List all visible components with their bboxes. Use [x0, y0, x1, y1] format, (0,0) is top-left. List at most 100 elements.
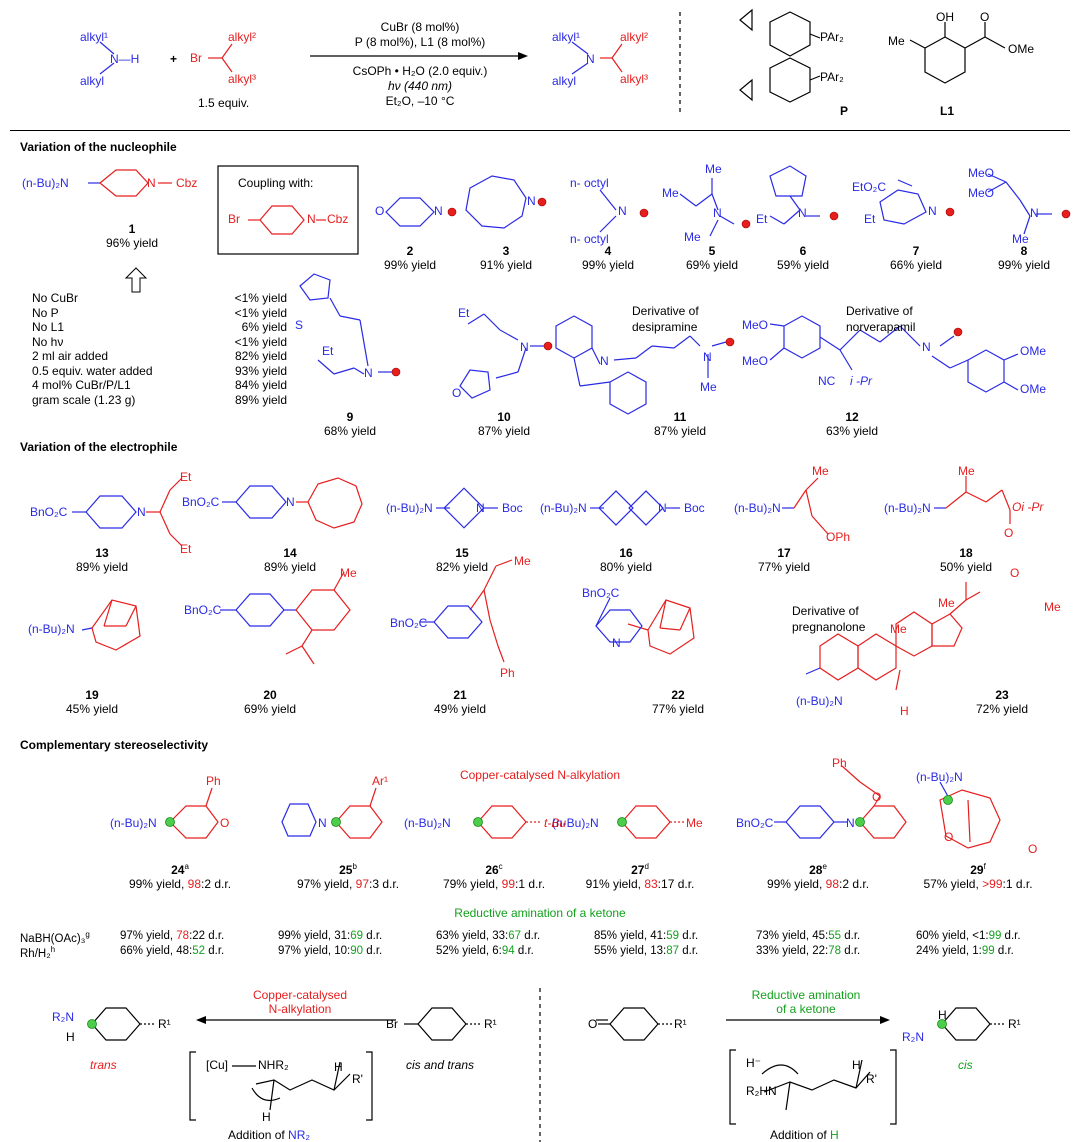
- e23-h: H: [900, 704, 909, 718]
- cond-solvent: Et₂O, –10 °C: [385, 94, 455, 108]
- e14-n: N: [286, 495, 295, 509]
- dr-cell: 99% yield, 31:69 d.r.: [278, 930, 383, 942]
- n12-n: N: [922, 340, 931, 354]
- dr-cell: 66% yield, 48:52 d.r.: [120, 945, 225, 957]
- e16-n: N: [658, 501, 667, 515]
- e19-nbu2n: (n-Bu)₂N: [28, 622, 75, 636]
- n6-et: Et: [756, 212, 768, 226]
- n9-s: S: [295, 318, 304, 332]
- n4-noctyl-bottom: n- octyl: [570, 232, 609, 246]
- control-row: No CuBr<1% yield: [32, 291, 287, 305]
- n12-ome-bottom: OMe: [1020, 382, 1047, 396]
- mech-start-br: Br: [386, 1017, 398, 1031]
- e13-et-top: Et: [180, 470, 192, 484]
- n10-o: O: [452, 386, 462, 400]
- e23-o: O: [1010, 566, 1020, 580]
- n12-meo-top: MeO: [742, 318, 769, 332]
- scheme-bonds: [99, 8, 1006, 112]
- mech-right-label-2: of a ketone: [776, 1002, 836, 1016]
- ligand-par2-bottom: PAr₂: [820, 70, 844, 84]
- e23-derivative-1: Derivative of: [792, 604, 859, 618]
- e23-me-ketone: Me: [1044, 600, 1061, 614]
- s25-ar1: Ar¹: [372, 774, 388, 788]
- l1-o: O: [980, 10, 990, 24]
- nucleophile-structures: [88, 165, 1071, 415]
- e16-boc: Boc: [684, 501, 705, 515]
- n4-n: N: [618, 204, 627, 218]
- n5-me-bottom: Me: [684, 230, 701, 244]
- n1-cbz: Cbz: [176, 176, 198, 190]
- mech-cis-label: cis: [958, 1058, 973, 1072]
- s28-bno2c: BnO₂C: [736, 816, 774, 830]
- dr-cell: 33% yield, 22:78 d.r.: [756, 945, 861, 957]
- amine-alkyl: alkyl: [80, 74, 105, 88]
- e23-derivative-2: pregnanolone: [792, 620, 866, 634]
- e17-nbu2n: (n-Bu)₂N: [734, 501, 781, 515]
- dr-cell: 55% yield, 13:87 d.r.: [594, 945, 699, 957]
- halide-alkyl3: alkyl³: [228, 72, 257, 86]
- mech-right-addition: Addition of H: [770, 1128, 839, 1142]
- halide-br: Br: [190, 51, 202, 65]
- s26-nbu2n: (n-Bu)₂N: [404, 816, 451, 830]
- e23-me-c18: Me: [938, 596, 955, 610]
- reductive-row-rh: Rh/H₂h: [20, 945, 56, 960]
- s28-n: N: [846, 816, 855, 830]
- n8-me: Me: [1012, 232, 1029, 246]
- control-row: No P<1% yield: [32, 305, 287, 320]
- n10-n: N: [520, 340, 529, 354]
- s26-tbu: t-Bu: [544, 816, 567, 830]
- mech-cis-trans: cis and trans: [406, 1058, 475, 1072]
- coupling-n: N: [307, 212, 316, 226]
- e15-nbu2n: (n-Bu)₂N: [386, 501, 433, 515]
- mech-cu: [Cu]: [206, 1058, 229, 1072]
- n6-n: N: [798, 206, 807, 220]
- ligand-l1-label: L1: [940, 104, 955, 118]
- mech-ketone-r1: R¹: [674, 1017, 687, 1031]
- amine-nh: N—H: [110, 52, 140, 66]
- n7-et: Et: [864, 212, 876, 226]
- section-title-nucleophile: Variation of the nucleophile: [20, 140, 177, 154]
- stereo-copper-label: Copper-catalysed N-alkylation: [459, 768, 621, 782]
- n2-o: O: [375, 204, 385, 218]
- s27-me: Me: [686, 816, 703, 830]
- e20-me: Me: [340, 566, 357, 580]
- e18-oipr: Oi -Pr: [1012, 500, 1044, 514]
- halide-equiv: 1.5 equiv.: [198, 96, 250, 110]
- n11-derivative-2: desipramine: [632, 320, 698, 334]
- mech-cis-h: H: [938, 1008, 947, 1022]
- n11-n-ring: N: [600, 354, 609, 368]
- coupling-br: Br: [228, 212, 240, 226]
- product-n: N: [586, 52, 595, 66]
- mech-left-label-2: N-alkylation: [268, 1002, 332, 1016]
- mech-left-addition: Addition of NR₂: [228, 1128, 311, 1142]
- n8-meo-bottom: MeO: [968, 186, 995, 200]
- n8-meo-top: MeO: [968, 166, 995, 180]
- mech-cis-r1: R¹: [1008, 1017, 1021, 1031]
- e13-n: N: [137, 505, 146, 519]
- mech-trans-r1: R¹: [158, 1017, 171, 1031]
- n12-derivative-2: norverapamil: [846, 320, 916, 334]
- e18-nbu2n: (n-Bu)₂N: [884, 501, 931, 515]
- e21-ph: Ph: [500, 666, 515, 680]
- n4-noctyl-top: n- octyl: [570, 176, 609, 190]
